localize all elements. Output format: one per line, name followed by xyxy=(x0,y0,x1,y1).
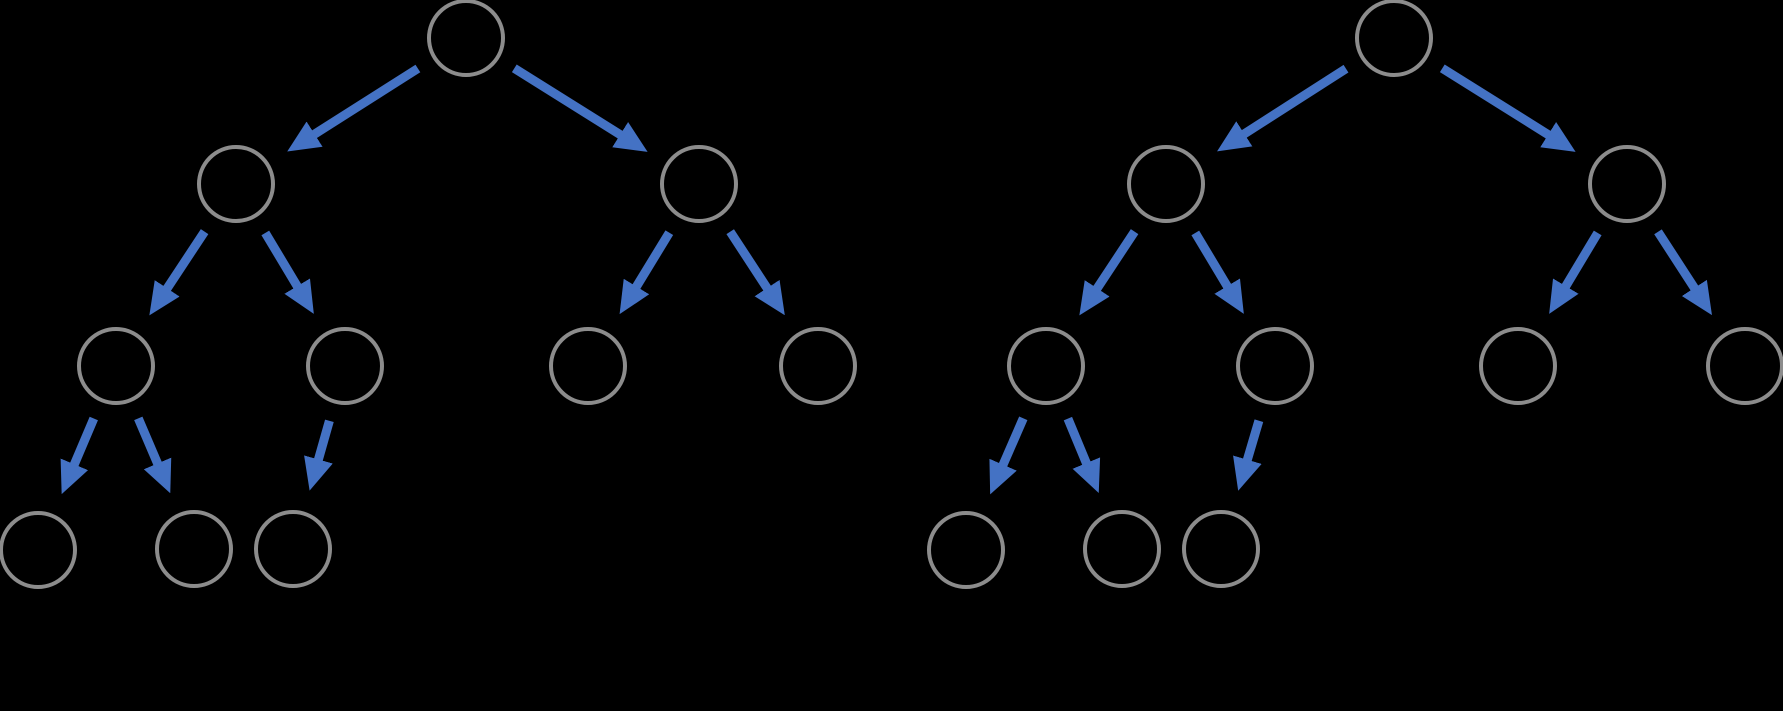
right-tree-edge-r-rl xyxy=(1549,230,1602,314)
right-tree-node-rl xyxy=(1479,327,1557,405)
right-tree-node-l xyxy=(1127,145,1205,223)
right-tree-edge-l-lr xyxy=(1191,230,1244,314)
left-tree-edge-r-rr xyxy=(726,229,785,316)
left-tree-node-ll xyxy=(77,327,155,405)
right-tree-node-r xyxy=(1588,145,1666,223)
left-tree-edge-r-rl xyxy=(619,230,674,315)
left-tree-edge-l-ll xyxy=(149,229,209,316)
left-tree-edge-ll-llr xyxy=(134,416,172,494)
left-tree-node-lr xyxy=(306,327,384,405)
right-tree-node-rr xyxy=(1706,327,1783,405)
left-tree-node-lrl xyxy=(254,510,332,588)
left-tree-node-rr xyxy=(779,327,857,405)
left-tree-node-llr xyxy=(155,510,233,588)
left-tree-edge-root-l xyxy=(287,64,421,152)
right-tree-node-llr xyxy=(1083,510,1161,588)
right-tree-edge-root-l xyxy=(1217,64,1349,152)
right-tree-node-root xyxy=(1355,0,1433,77)
left-tree-edge-root-r xyxy=(511,64,648,152)
right-tree xyxy=(927,0,1783,589)
right-tree-edge-ll-llr xyxy=(1063,416,1101,493)
left-tree-edge-lr-lrl xyxy=(304,419,334,491)
left-tree-edge-ll-lll xyxy=(60,416,98,495)
left-tree-node-l xyxy=(197,145,275,223)
right-tree-node-lrl xyxy=(1182,510,1260,588)
left-tree-edge-l-lr xyxy=(261,230,314,314)
left-tree-node-lll xyxy=(0,511,77,589)
left-tree xyxy=(0,0,857,589)
right-tree-node-ll xyxy=(1007,327,1085,405)
right-tree-edge-root-r xyxy=(1439,64,1576,152)
right-tree-edge-r-rr xyxy=(1654,229,1712,316)
right-tree-edge-ll-lll xyxy=(989,416,1028,495)
right-tree-edge-l-ll xyxy=(1079,229,1139,316)
right-tree-edge-lr-lrl xyxy=(1233,419,1264,491)
left-tree-node-r xyxy=(660,145,738,223)
right-tree-node-lr xyxy=(1236,327,1314,405)
left-tree-node-rl xyxy=(549,327,627,405)
left-tree-node-root xyxy=(427,0,505,77)
right-tree-node-lll xyxy=(927,511,1005,589)
